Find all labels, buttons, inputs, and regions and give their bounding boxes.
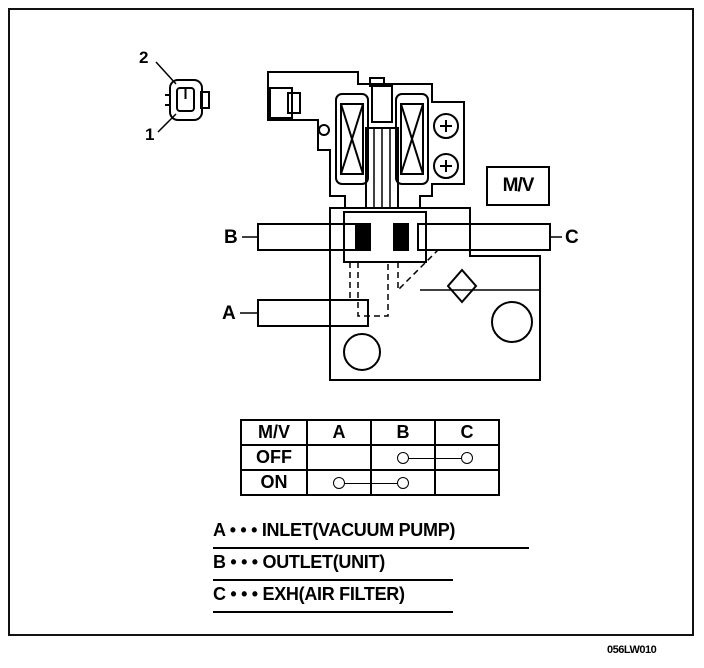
valve-tag: M/V [486, 166, 550, 206]
legend-desc: OUTLET(UNIT) [262, 552, 386, 572]
port-b-label: B [224, 227, 238, 248]
connection-marker [397, 451, 409, 464]
port-a-label: A [222, 303, 236, 324]
table-header-cell: M/V [240, 419, 308, 446]
figure-code: 056LW010 [607, 644, 657, 656]
table-header-row: M/V A B C [240, 419, 500, 446]
electrical-connector-icon [155, 61, 210, 133]
connection-marker [397, 476, 409, 489]
legend-item: A • • • INLET(VACUUM PUMP) [213, 517, 529, 549]
table-cell [306, 469, 372, 496]
valve-state-table: M/V A B C OFF ON [240, 419, 500, 496]
legend-port: B [213, 552, 226, 572]
table-cell [434, 444, 500, 471]
connector-pin-1-label: 1 [145, 125, 155, 144]
figure-frame [8, 8, 694, 636]
legend-dots: • • • [230, 584, 263, 604]
connection-marker [333, 476, 345, 489]
legend-port: C [213, 584, 226, 604]
table-state-cell: OFF [240, 444, 308, 471]
connector-pin-2-label: 2 [139, 48, 149, 67]
table-cell [370, 444, 436, 471]
table-row: ON [240, 469, 500, 496]
table-cell [306, 444, 372, 471]
connection-line [403, 457, 434, 459]
valve-tag-label: M/V [502, 175, 535, 196]
legend-desc: INLET(VACUUM PUMP) [261, 520, 456, 540]
port-legend: A • • • INLET(VACUUM PUMP) B • • • OUTLE… [213, 517, 529, 613]
connection-marker [461, 451, 473, 464]
legend-dots: • • • [229, 520, 262, 540]
connection-line [436, 457, 467, 459]
table-header-cell: C [434, 419, 500, 446]
table-header-cell: A [306, 419, 372, 446]
port-tubes [240, 223, 562, 327]
connection-line [339, 482, 370, 484]
legend-desc: EXH(AIR FILTER) [262, 584, 405, 604]
table-header-cell: B [370, 419, 436, 446]
port-c-label: C [565, 227, 579, 248]
connection-line [372, 482, 403, 484]
table-row: OFF [240, 444, 500, 471]
table-state-cell: ON [240, 469, 308, 496]
legend-dots: • • • [230, 552, 263, 572]
legend-item: B • • • OUTLET(UNIT) [213, 549, 453, 581]
solenoid-housing [267, 71, 465, 209]
valve-block [329, 207, 541, 381]
legend-item: C • • • EXH(AIR FILTER) [213, 581, 453, 613]
table-cell [434, 469, 500, 496]
legend-port: A [213, 520, 226, 540]
table-cell [370, 469, 436, 496]
